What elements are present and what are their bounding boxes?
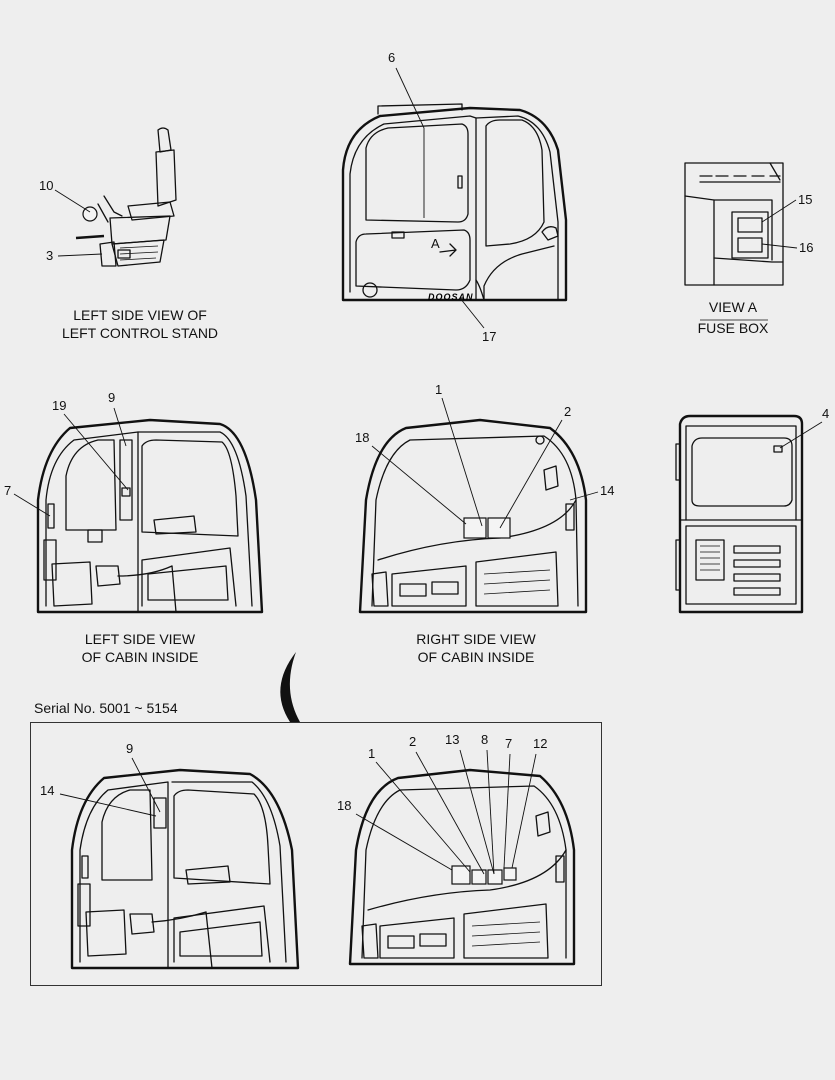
inset-callout-9: 9 <box>126 741 133 756</box>
inset-left-cabin-drawing: 9 14 <box>40 741 300 970</box>
inset-callout-12: 12 <box>533 736 547 751</box>
view-marker-a: A <box>431 236 440 251</box>
inset-callout-2: 2 <box>409 734 416 749</box>
fuse-box-drawing: 15 16 <box>684 162 813 321</box>
callout-2: 2 <box>564 404 571 419</box>
callout-7: 7 <box>4 483 11 498</box>
caption-control-stand: LEFT SIDE VIEW OF LEFT CONTROL STAND <box>61 307 219 341</box>
callout-10: 10 <box>39 178 53 193</box>
caption-fuse-box-view: VIEW A <box>708 299 758 315</box>
inset-callout-18: 18 <box>337 798 351 813</box>
callout-14: 14 <box>600 483 614 498</box>
brand-logo-text: DOOSAN <box>428 292 474 302</box>
left-inside-cabin-drawing: 19 9 7 <box>4 390 264 614</box>
inset-callout-7: 7 <box>505 736 512 751</box>
inset-callout-13: 13 <box>445 732 459 747</box>
cabin-rear-drawing: 4 <box>675 406 829 614</box>
callout-19: 19 <box>52 398 66 413</box>
callout-6: 6 <box>388 50 395 65</box>
caption-left-inside: LEFT SIDE VIEW OF CABIN INSIDE <box>81 631 199 665</box>
callout-3: 3 <box>46 248 53 263</box>
seat-drawing: 10 3 <box>39 127 177 267</box>
callout-16: 16 <box>799 240 813 255</box>
inset-callout-1: 1 <box>368 746 375 761</box>
cabin-exterior-drawing: A DOOSAN 6 17 <box>341 50 568 344</box>
inset-callout-14: 14 <box>40 783 54 798</box>
callout-4: 4 <box>822 406 829 421</box>
callout-1: 1 <box>435 382 442 397</box>
right-inside-cabin-drawing: 1 2 18 14 <box>355 382 614 614</box>
callout-15: 15 <box>798 192 812 207</box>
caption-fuse-box-name: FUSE BOX <box>697 320 769 336</box>
inset-callout-8: 8 <box>481 732 488 747</box>
callout-18: 18 <box>355 430 369 445</box>
inset-right-cabin-drawing: 1 2 13 8 7 12 18 <box>337 732 576 966</box>
serial-inset-frame <box>30 722 602 986</box>
callout-17: 17 <box>482 329 496 344</box>
serial-number-label: Serial No. 5001 ~ 5154 <box>34 700 178 716</box>
caption-right-inside: RIGHT SIDE VIEW OF CABIN INSIDE <box>416 631 536 665</box>
pointer-arrow-shape <box>280 652 300 722</box>
callout-9: 9 <box>108 390 115 405</box>
